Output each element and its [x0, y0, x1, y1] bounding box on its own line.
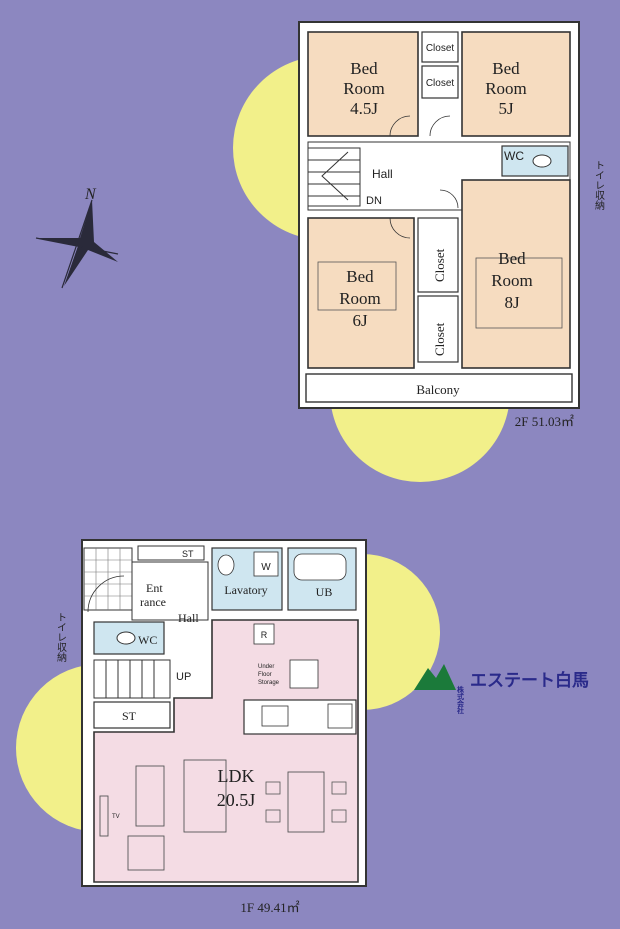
closet-top-left-label: Closet	[426, 43, 455, 54]
chair-icon-2	[265, 809, 281, 823]
tv-label: TV	[112, 814, 120, 820]
bedroom-6j-label-line3: 6J	[352, 311, 368, 330]
entrance	[131, 561, 209, 621]
2f-toilet-icon	[532, 154, 552, 168]
underfloor-label-line3: Storage	[258, 680, 280, 686]
bathtub-icon	[293, 553, 347, 581]
1f-toilet-storage-label: トイレ収納	[55, 612, 67, 663]
compass: N	[35, 186, 119, 289]
logo-prefix: 株式会社	[456, 685, 465, 715]
washing-machine-icon	[253, 551, 279, 577]
stove-icon	[327, 703, 353, 729]
tv-stand-icon	[99, 795, 109, 837]
unit-bath-label: UB	[316, 585, 333, 599]
storage	[93, 701, 171, 729]
bedroom-5j-label-line1: Bed	[492, 59, 520, 78]
2f-dn-label: DN	[366, 195, 382, 207]
bedroom-8j-label-line1: Bed	[498, 249, 526, 268]
bedroom-8j-label-line3: 8J	[504, 293, 520, 312]
ldk-label-line2: 20.5J	[217, 790, 256, 810]
bedroom-5j-label-line2: Room	[485, 79, 527, 98]
balcony	[305, 373, 573, 403]
sink-icon	[217, 554, 235, 576]
entrance-tiles	[83, 547, 133, 611]
1f-wc-label: WC	[138, 633, 157, 647]
closet-top-right	[421, 65, 459, 99]
chair-icon-1	[265, 781, 281, 795]
refrigerator-icon	[253, 623, 275, 645]
floor-1f-caption: 1F 49.41㎡	[240, 900, 299, 915]
bedroom-8j	[461, 179, 571, 369]
2f-hall-label: Hall	[372, 167, 393, 181]
dining-table-icon	[287, 771, 325, 833]
storage-top-label: ST	[182, 549, 194, 559]
1f-up-label: UP	[176, 671, 191, 683]
closet-low-label: Closet	[432, 322, 447, 356]
bedroom-4-5j-label-line2: Room	[343, 79, 385, 98]
closet-mid	[417, 217, 459, 293]
closet-low	[417, 295, 459, 363]
compass-star-icon	[38, 200, 118, 286]
bedroom-8j-label-line2: Room	[491, 271, 533, 290]
bedroom-5j-label-line3: 5J	[498, 99, 514, 118]
refrigerator-label: R	[261, 630, 268, 640]
logo-name: エステート白馬	[470, 670, 589, 690]
storage-top	[137, 545, 205, 561]
balcony-label: Balcony	[416, 382, 460, 397]
2f-wc-label: WC	[504, 149, 524, 163]
entrance-label-line1: Ent	[146, 581, 163, 595]
bedroom-4-5j-label-line1: Bed	[350, 59, 378, 78]
bedroom-4-5j-label-line3: 4.5J	[350, 99, 378, 118]
floor-2f: Bed Room 4.5J Bed Room 5J Closet Closet …	[298, 21, 605, 429]
logo-mountain-icon	[414, 664, 456, 690]
closet-top-left	[421, 31, 459, 63]
company-logo: 株式会社 エステート白馬	[414, 664, 589, 715]
kitchen-sink-icon	[261, 705, 289, 727]
1f-toilet-icon	[116, 631, 136, 645]
underfloor-storage-hatch	[289, 659, 319, 689]
bedroom-6j-label-line2: Room	[339, 289, 381, 308]
lavatory-label: Lavatory	[224, 583, 267, 597]
ldk-label-line1: LDK	[218, 766, 255, 786]
1f-stairs	[93, 659, 171, 699]
underfloor-label-line1: Under	[258, 664, 274, 670]
underfloor-label-line2: Floor	[258, 672, 272, 678]
coffee-table-icon	[183, 759, 227, 833]
chair-icon-3	[331, 781, 347, 795]
entrance-label-line2: rance	[140, 595, 166, 609]
2f-stairs	[307, 147, 361, 207]
washer-label: W	[261, 562, 271, 573]
floor-2f-caption: 2F 51.03㎡	[515, 414, 574, 429]
closet-top-right-label: Closet	[426, 78, 455, 89]
bedroom-5j	[461, 31, 571, 137]
floor-1f: ST Ent rance Hall Lavatory W UB WC トイレ収納…	[55, 539, 367, 915]
2f-toilet-storage-label: トイレ収納	[593, 160, 605, 211]
storage-label: ST	[122, 709, 137, 723]
sofa-icon	[135, 765, 165, 827]
compass-north-label: N	[84, 186, 97, 203]
chair-icon-4	[331, 809, 347, 823]
closet-mid-label: Closet	[432, 248, 447, 282]
1f-hall-label: Hall	[178, 611, 199, 625]
armchair-icon	[127, 835, 165, 871]
bedroom-6j-label-line1: Bed	[346, 267, 374, 286]
